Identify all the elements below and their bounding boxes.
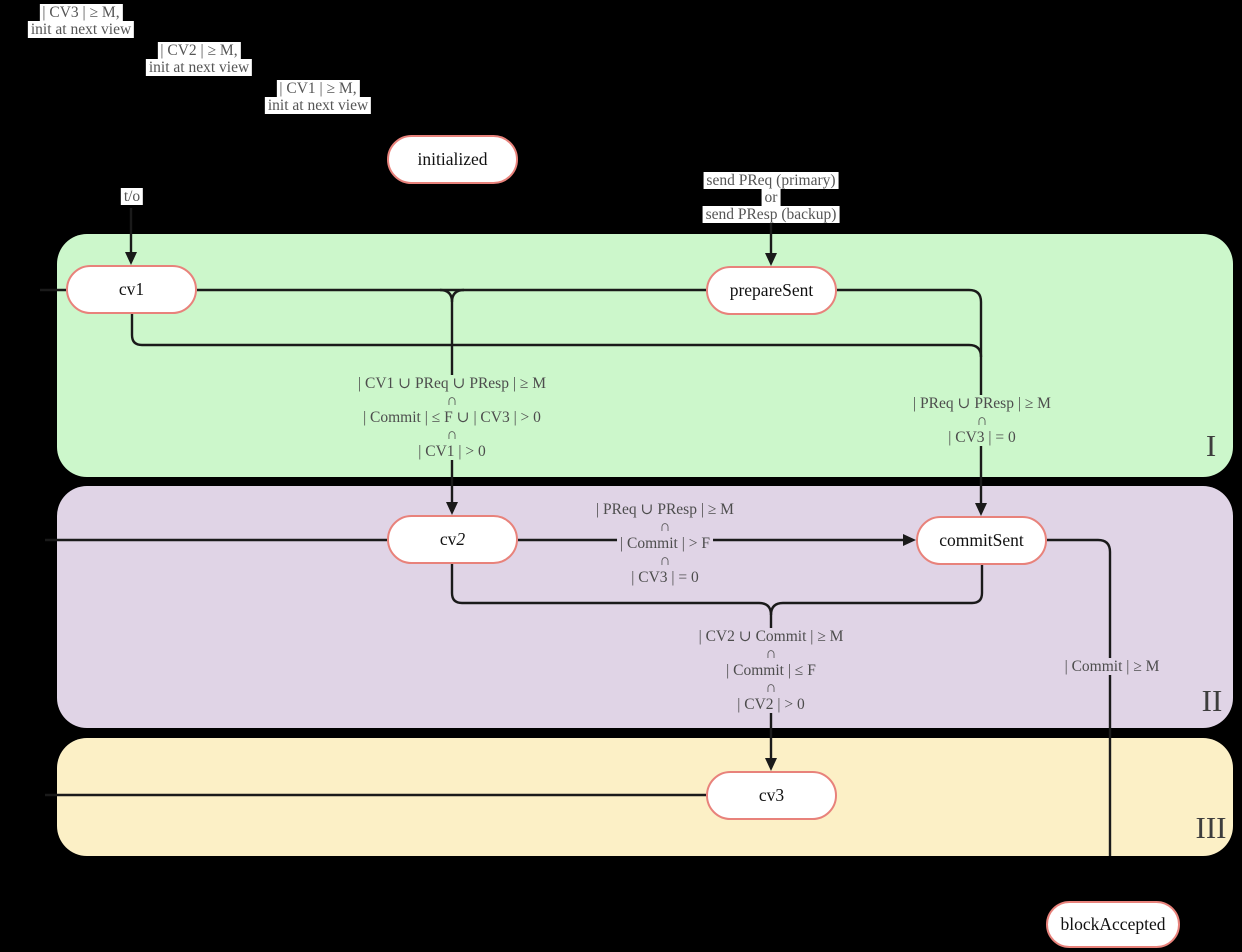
label-line: | CV2 | ≥ M, [157, 42, 241, 59]
label-line: | Commit | ≤ F ∪ | CV3 | > 0 [360, 409, 544, 426]
edge-label-cond-to-cv2: | CV1 ∪ PReq ∪ PResp | ≥ M ∩ | Commit | … [355, 375, 549, 460]
label-line: ∩ [443, 426, 461, 443]
state-cv1: cv1 [66, 265, 197, 314]
arrowhead-into-cv1 [125, 252, 137, 265]
state-label: blockAccepted [1060, 914, 1166, 934]
label-line: t/o [120, 188, 144, 205]
label-line: | PReq ∪ PResp | ≥ M [593, 501, 737, 518]
label-line: | CV1 | ≥ M, [276, 80, 360, 97]
edge-cv2-bottom-to-cv3 [450, 564, 773, 758]
state-commitsent: commitSent [916, 516, 1047, 565]
edge-label-cv2-reset: | CV2 | ≥ M, init at next view [145, 42, 253, 76]
edge-label-send-prepare: send PReq (primary) or send PResp (backu… [702, 172, 840, 223]
label-line: | Commit | > F [617, 535, 713, 552]
label-line: init at next view [264, 97, 372, 114]
state-preparesent: prepareSent [706, 266, 837, 315]
label-line: ∩ [656, 518, 674, 535]
label-line: send PReq (primary) [703, 172, 839, 189]
label-line: ∩ [762, 645, 780, 662]
state-label: cv [439, 529, 457, 549]
label-line: or [761, 189, 781, 206]
state-label: commitSent [939, 530, 1024, 550]
edge-preparesent-to-commitsent [837, 288, 983, 504]
label-line: | Commit | ≥ M [1061, 658, 1163, 675]
label-line: | CV1 ∪ PReq ∪ PResp | ≥ M [355, 375, 549, 392]
phase-region-3 [57, 738, 1233, 856]
edge-label-cond-preparesent-commitsent: | PReq ∪ PResp | ≥ M ∩ | CV3 | = 0 [910, 395, 1054, 446]
state-label-italic: 2 [456, 529, 466, 549]
edge-label-cv1-reset: | CV1 | ≥ M, init at next view [264, 80, 372, 114]
state-label: prepareSent [729, 280, 814, 300]
edge-label-cond-to-cv3: | CV2 ∪ Commit | ≥ M ∩ | Commit | ≤ F ∩ … [695, 628, 847, 713]
label-line: send PResp (backup) [702, 206, 840, 223]
label-line: ∩ [656, 552, 674, 569]
state-label: initialized [417, 149, 488, 169]
label-line: | CV3 | = 0 [945, 429, 1019, 446]
label-line: | PReq ∪ PResp | ≥ M [910, 395, 1054, 412]
state-label: cv1 [118, 279, 145, 299]
state-label: cv3 [758, 785, 785, 805]
edge-label-cv3-reset: | CV3 | ≥ M, init at next view [27, 4, 135, 38]
arrowhead-into-cv2 [446, 502, 458, 515]
state-cv3: cv3 [706, 771, 837, 820]
edge-commitsent-to-blockaccepted [1047, 538, 1112, 856]
label-line: init at next view [145, 59, 253, 76]
edge-label-timeout: t/o [120, 188, 144, 205]
label-line: ∩ [762, 679, 780, 696]
state-blockaccepted: blockAccepted [1046, 901, 1180, 948]
edge-label-cond-cv2-commitsent: | PReq ∪ PResp | ≥ M ∩ | Commit | > F ∩ … [593, 501, 737, 586]
arrowhead-into-preparesent [765, 253, 777, 266]
label-line: | Commit | ≤ F [723, 662, 819, 679]
phase-numeral-2: II [1201, 683, 1223, 718]
label-line: | CV3 | = 0 [628, 569, 702, 586]
phase-region-1 [57, 234, 1233, 477]
edge-label-cond-commit-m: | Commit | ≥ M [1061, 658, 1163, 675]
edge-commitsent-bottom-to-cv3 [769, 565, 984, 616]
phase-numeral-1: I [1205, 428, 1217, 463]
label-line: | CV2 | > 0 [734, 696, 808, 713]
label-line: | CV2 ∪ Commit | ≥ M [695, 628, 847, 645]
arrowhead-into-cv3 [765, 758, 777, 771]
edge-merge-into-cv2-right [450, 288, 465, 303]
label-line: ∩ [973, 412, 991, 429]
phase-numeral-3: III [1195, 810, 1227, 845]
edge-cv1-bottom-to-commitsent [130, 314, 983, 358]
label-line: init at next view [27, 21, 135, 38]
label-line: ∩ [443, 392, 461, 409]
label-line: | CV3 | ≥ M, [39, 4, 123, 21]
arrowhead-into-commitsent-left [903, 534, 916, 546]
state-initialized: initialized [387, 135, 518, 184]
label-line: | CV1 | > 0 [415, 443, 489, 460]
arrowhead-into-commitsent-top [975, 503, 987, 516]
